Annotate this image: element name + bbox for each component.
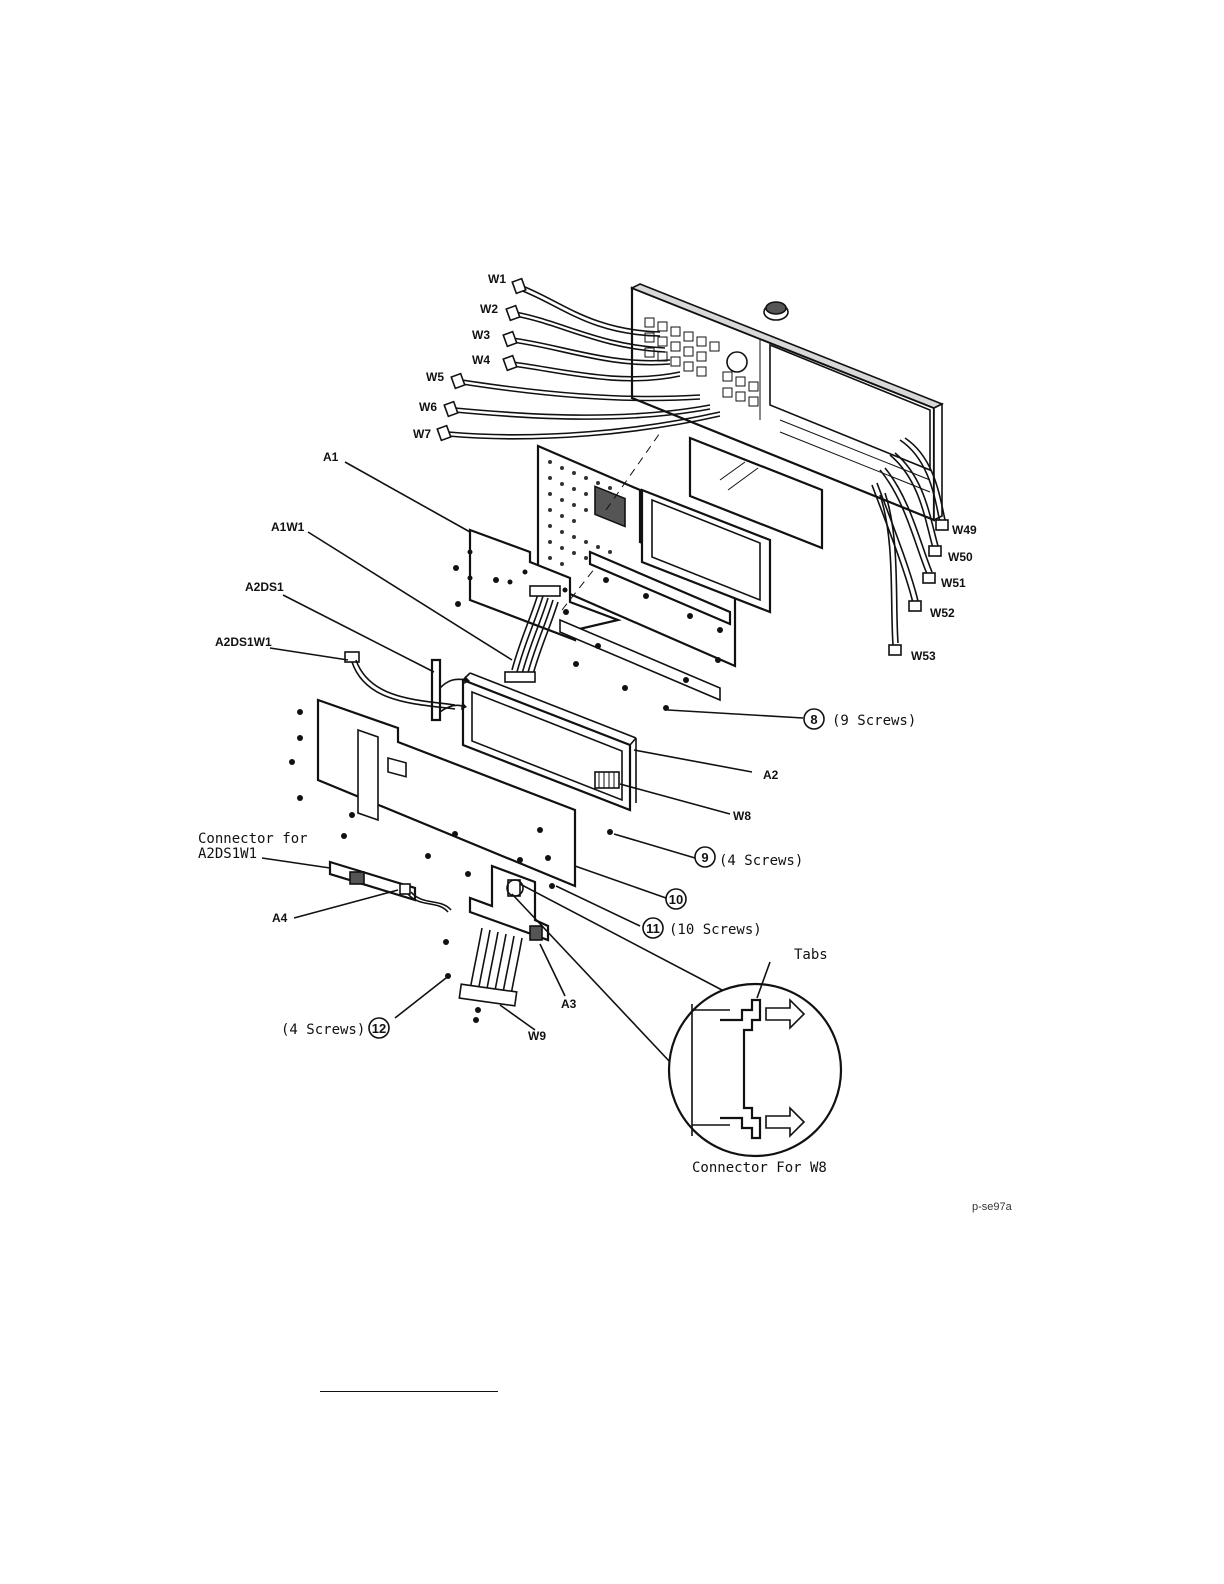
cable-label-w2: W2 bbox=[480, 302, 498, 316]
w9-ribbon-cable bbox=[459, 928, 522, 1006]
knob-icon bbox=[764, 302, 788, 320]
cable-label-w53: W53 bbox=[911, 649, 936, 663]
label-a1: A1 bbox=[323, 450, 339, 464]
callout-9-number: 9 bbox=[701, 850, 708, 865]
label-a4: A4 bbox=[272, 911, 288, 925]
callout-9: 9 (4 Screws) bbox=[695, 847, 803, 869]
cable-label-w7: W7 bbox=[413, 427, 431, 441]
callout-8-number: 8 bbox=[810, 712, 817, 727]
cable-label-w50: W50 bbox=[948, 550, 973, 564]
callout-12: (4 Screws) 12 bbox=[281, 1018, 389, 1038]
callout-11-number: 11 bbox=[646, 921, 660, 936]
label-a2ds1: A2DS1 bbox=[245, 580, 284, 594]
label-a1w1: A1W1 bbox=[271, 520, 305, 534]
figure-code: p-se97a bbox=[972, 1201, 1013, 1213]
cable-label-w5: W5 bbox=[426, 370, 444, 384]
label-w8: W8 bbox=[733, 809, 751, 823]
connector-detail-inset bbox=[669, 962, 841, 1156]
label-connector-for-line2: A2DS1W1 bbox=[198, 846, 257, 862]
callout-10: 10 bbox=[666, 889, 686, 909]
label-a2ds1w1: A2DS1W1 bbox=[215, 635, 272, 649]
callout-9-text: (4 Screws) bbox=[719, 853, 803, 869]
callout-10-number: 10 bbox=[669, 892, 683, 907]
w8-ribbon-cable bbox=[595, 772, 619, 788]
cable-label-w49: W49 bbox=[952, 523, 977, 537]
label-a3: A3 bbox=[561, 997, 577, 1011]
cable-label-w3: W3 bbox=[472, 328, 490, 342]
callout-8-text: (9 Screws) bbox=[832, 713, 916, 729]
label-connector-for-line1: Connector for bbox=[198, 831, 308, 847]
label-connector-for-w8: Connector For W8 bbox=[692, 1160, 827, 1176]
cable-label-w51: W51 bbox=[941, 576, 966, 590]
cable-label-w6: W6 bbox=[419, 400, 437, 414]
label-w9: W9 bbox=[528, 1029, 546, 1043]
callout-11-text: (10 Screws) bbox=[669, 922, 762, 938]
label-a2: A2 bbox=[763, 768, 779, 782]
cable-label-w4: W4 bbox=[472, 353, 490, 367]
callout-12-number: 12 bbox=[372, 1021, 386, 1036]
a4-board bbox=[330, 862, 451, 912]
footer-rule bbox=[320, 1391, 498, 1392]
cable-label-w1: W1 bbox=[488, 272, 506, 286]
a2ds1-strip bbox=[432, 660, 440, 720]
label-tabs: Tabs bbox=[794, 947, 828, 963]
cable-label-w52: W52 bbox=[930, 606, 955, 620]
callout-11: 11 (10 Screws) bbox=[643, 918, 762, 938]
w9-screws bbox=[443, 939, 481, 1023]
callout-8: 8 (9 Screws) bbox=[804, 709, 916, 729]
callout-12-text: (4 Screws) bbox=[281, 1022, 365, 1038]
